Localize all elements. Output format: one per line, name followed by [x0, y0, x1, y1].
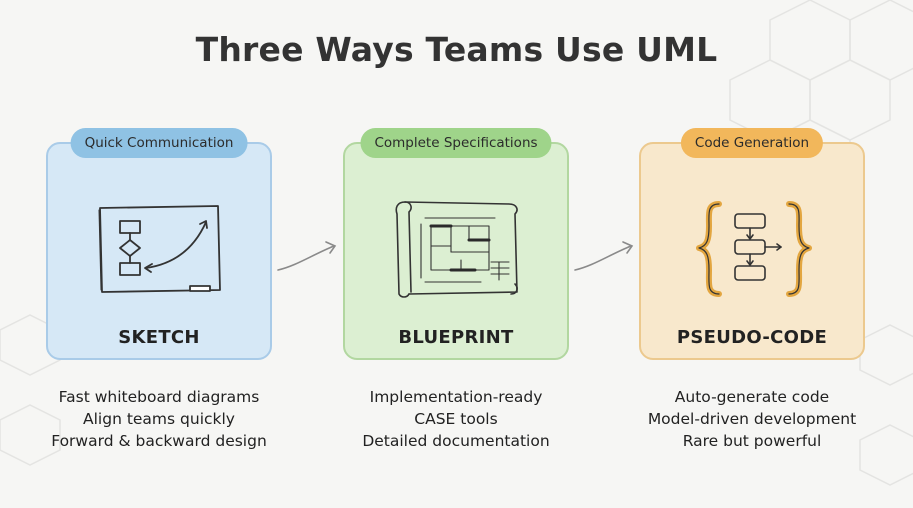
- sketch-bullet-2: Align teams quickly: [83, 410, 235, 428]
- quick-communication-tag: Quick Communication: [70, 128, 248, 158]
- sketch-bullet-3: Forward & backward design: [51, 432, 267, 450]
- pseudo-code-description: Auto-generate code Model-driven developm…: [622, 386, 882, 452]
- blueprint-bullet-1: Implementation-ready: [369, 388, 543, 406]
- diagram-title: Three Ways Teams Use UML: [195, 30, 718, 69]
- blueprint-bullet-3: Detailed documentation: [362, 432, 550, 450]
- complete-specifications-tag: Complete Specifications: [360, 128, 552, 158]
- code-braces-flowchart-icon: [696, 201, 812, 297]
- blueprint-scroll-icon: [395, 201, 518, 298]
- pseudo-code-card: Code Generation PSEUDO-CODE: [639, 128, 865, 360]
- blueprint-bullet-2: CASE tools: [414, 410, 498, 428]
- blueprint-label: BLUEPRINT: [398, 327, 514, 348]
- sketch-to-blueprint-arrow: [277, 241, 337, 271]
- blueprint-card: Complete Specifications: [343, 128, 569, 360]
- blueprint-description: Implementation-ready CASE tools Detailed…: [326, 386, 586, 452]
- sketch-description: Fast whiteboard diagrams Align teams qui…: [29, 386, 289, 452]
- blueprint-to-pseudo-code-arrow: [574, 241, 634, 271]
- sketch-label: SKETCH: [118, 327, 200, 348]
- whiteboard-sketch-icon: [98, 205, 221, 293]
- sketch-card: Quick Communication SKETCH: [46, 128, 272, 360]
- sketch-bullet-1: Fast whiteboard diagrams: [58, 388, 260, 406]
- pseudo-code-bullet-2: Model-driven development: [647, 410, 857, 428]
- code-generation-tag: Code Generation: [680, 128, 824, 158]
- pseudo-code-label: PSEUDO-CODE: [676, 327, 828, 348]
- pseudo-code-bullet-1: Auto-generate code: [674, 388, 830, 406]
- pseudo-code-bullet-3: Rare but powerful: [682, 432, 822, 450]
